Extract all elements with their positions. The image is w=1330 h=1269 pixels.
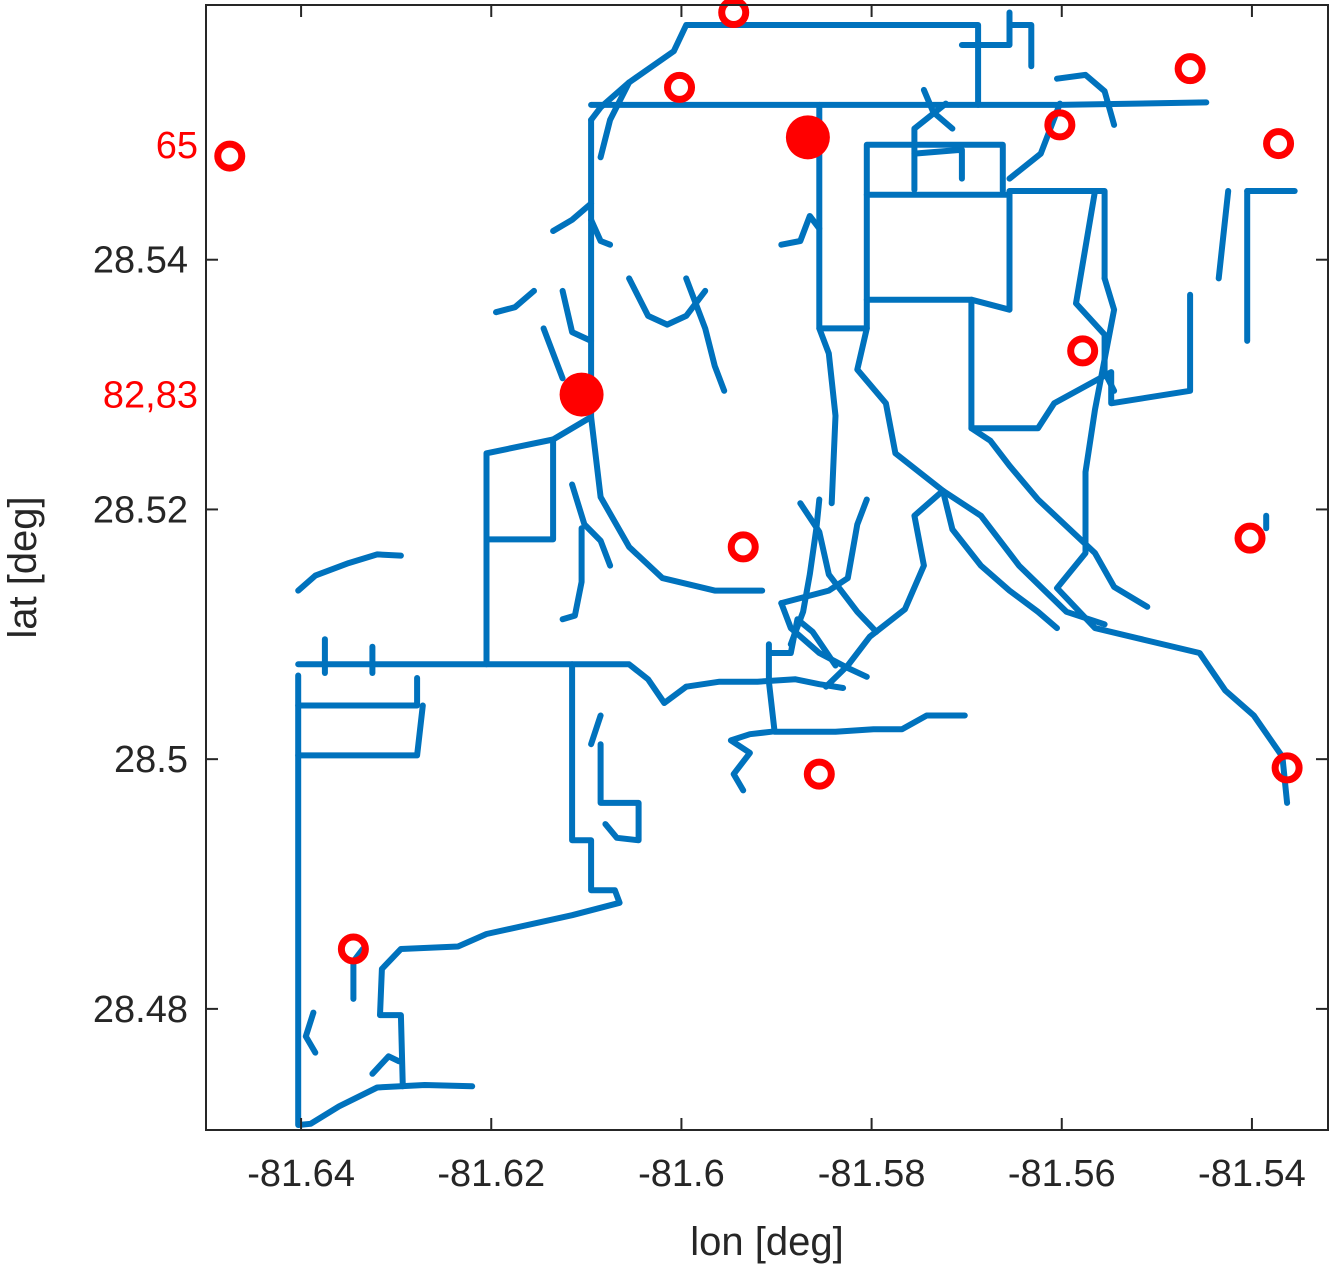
track-segment xyxy=(588,414,766,594)
y-axis-ticks: 28.48 28.5 28.52 28.54 xyxy=(93,240,1328,1031)
track-segment xyxy=(483,436,557,543)
track-segment xyxy=(778,496,870,607)
open-event-marker xyxy=(1271,752,1303,784)
track-segment xyxy=(295,702,426,759)
y-axis-label: lat [deg] xyxy=(1,496,45,638)
track-segment xyxy=(778,213,823,248)
open-event-marker xyxy=(718,0,750,28)
track-segment xyxy=(626,275,709,328)
track-segment xyxy=(588,712,604,748)
track-segment xyxy=(295,551,404,594)
track-segment xyxy=(683,676,847,691)
track-segment xyxy=(816,101,839,507)
track-segment xyxy=(493,287,537,316)
x-tick-label: -81.62 xyxy=(437,1153,545,1195)
open-event-marker xyxy=(214,140,246,172)
track-segment xyxy=(588,216,614,248)
x-axis-ticks: -81.64 -81.62 -81.6 -81.58 -81.56 -81.54 xyxy=(247,5,1306,1195)
track-segment xyxy=(1054,275,1291,806)
vehicle-tracks xyxy=(295,9,1298,1128)
track-segment xyxy=(765,641,968,735)
track-segment xyxy=(1073,188,1118,394)
track-segment xyxy=(597,741,642,844)
open-event-marker xyxy=(727,531,759,563)
track-segment xyxy=(569,481,614,569)
x-axis-label: lon [deg] xyxy=(690,1220,843,1264)
track-segment xyxy=(559,287,595,344)
track-segment xyxy=(1006,100,1063,182)
open-event-marker xyxy=(664,71,696,103)
open-event-marker xyxy=(1067,335,1099,367)
x-tick-label: -81.54 xyxy=(1198,1153,1306,1195)
track-segment xyxy=(302,1009,319,1056)
track-segment xyxy=(863,141,1006,198)
track-segment xyxy=(550,200,595,234)
y-tick-label: 28.52 xyxy=(93,489,188,531)
open-event-marker xyxy=(1234,522,1266,554)
track-segment xyxy=(369,1053,402,1077)
track-segment xyxy=(920,86,956,132)
track-segment xyxy=(588,99,1210,108)
track-segment xyxy=(823,487,946,690)
y-tick-label: 28.54 xyxy=(93,240,188,282)
track-segment xyxy=(1054,71,1118,128)
x-tick-label: -81.56 xyxy=(1008,1153,1116,1195)
track-segment xyxy=(968,425,1151,610)
track-segment xyxy=(540,325,566,382)
track-segment xyxy=(816,191,1013,332)
open-event-marker xyxy=(337,933,369,965)
annotation-label: 65 xyxy=(156,125,198,167)
track-segment xyxy=(295,436,557,668)
track-segment xyxy=(958,9,1013,48)
track-segment xyxy=(559,525,585,623)
filled-event-marker xyxy=(559,372,604,417)
open-event-marker xyxy=(1174,53,1206,85)
annotations: 65 82,83 xyxy=(103,125,198,417)
track-segment xyxy=(597,79,633,161)
track-segment xyxy=(911,146,965,182)
open-event-marker xyxy=(803,758,835,790)
plot-frame xyxy=(205,4,1329,1131)
track-segment xyxy=(797,500,880,635)
open-event-marker xyxy=(1044,109,1076,141)
track-segment xyxy=(295,672,476,1128)
track-segment xyxy=(1006,22,1035,70)
x-tick-label: -81.58 xyxy=(818,1153,926,1195)
track-segment xyxy=(863,188,1108,313)
track-segment xyxy=(483,661,690,706)
track-segment xyxy=(939,487,1060,632)
track-segment xyxy=(768,616,839,669)
annotation-label: 82,83 xyxy=(103,375,198,417)
open-event-marker xyxy=(1263,128,1295,160)
track-segment xyxy=(1215,188,1232,282)
track-segment xyxy=(727,728,775,794)
y-tick-label: 28.48 xyxy=(93,989,188,1031)
track-segment xyxy=(778,600,870,680)
x-tick-label: -81.6 xyxy=(638,1153,725,1195)
event-markers xyxy=(214,0,1303,965)
track-segment xyxy=(377,661,623,1090)
track-segment xyxy=(295,675,421,709)
x-tick-label: -81.64 xyxy=(247,1153,355,1195)
y-tick-label: 28.5 xyxy=(114,739,188,781)
filled-event-marker xyxy=(785,115,830,160)
track-segment xyxy=(968,291,1194,432)
